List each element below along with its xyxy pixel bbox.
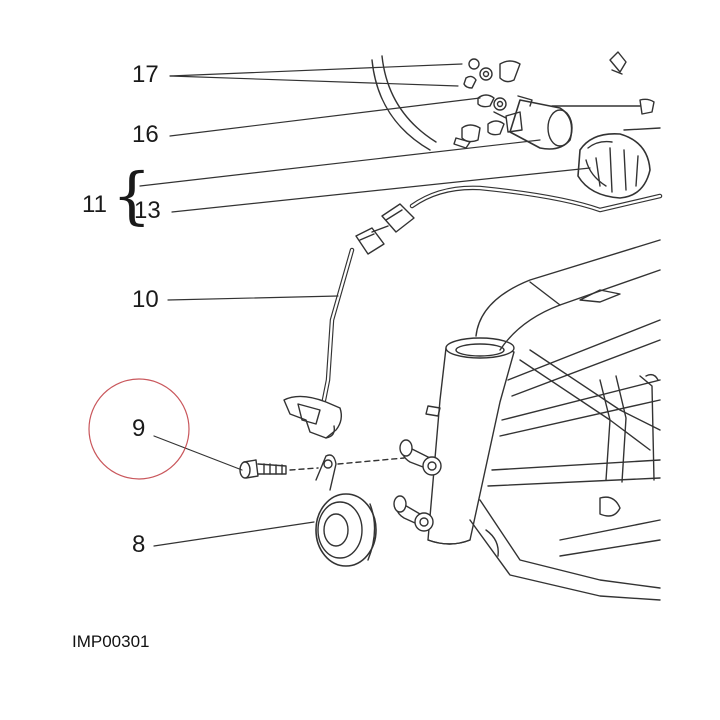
horn-bolt [239,457,405,479]
frame-mounting-lugs [393,439,442,532]
callout-13: 13 [134,197,161,224]
steering-head-arc [371,55,437,151]
horn-switch-knob [577,133,651,199]
callout-8: 8 [132,531,146,558]
frame [425,239,661,601]
callout-9: 9 [132,415,146,442]
washers-and-nuts [453,51,661,149]
horn-wire-harness [283,185,663,439]
image-code: IMP00301 [72,632,150,651]
callout-brace: { [112,159,152,232]
leader-lines [139,63,591,547]
callout-10: 10 [132,286,159,313]
callout-17: 17 [132,61,159,88]
horn [315,454,377,567]
callout-11: 11 [82,191,107,218]
highlight-circle [88,378,190,480]
horn-relay [493,99,573,150]
callout-16: 16 [132,121,159,148]
